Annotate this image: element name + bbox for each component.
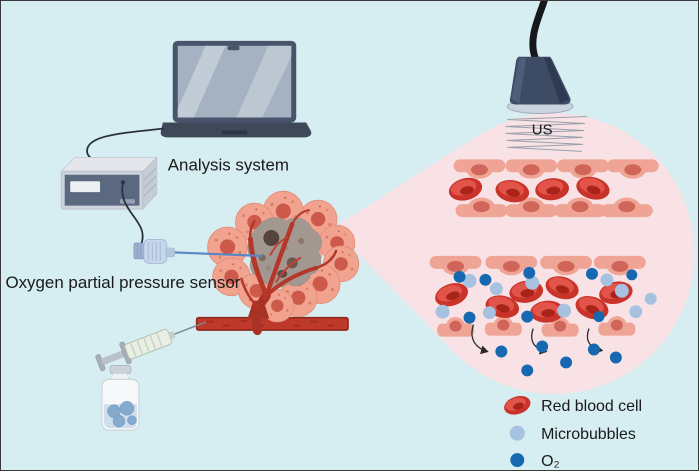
oxygen-dots — [453, 266, 638, 324]
oxygen-sensor-label: Oxygen partial pressure sensor — [5, 273, 240, 292]
microbubble-vial-icon — [101, 365, 140, 431]
sensor-fiber — [174, 251, 263, 258]
vessel-treated — [429, 255, 657, 377]
microbubbles — [435, 273, 657, 320]
sensor-cable — [121, 183, 144, 246]
legend-label: Microbubbles — [541, 426, 636, 443]
sensor-device-icon — [60, 156, 158, 210]
oxygen-icon — [510, 453, 525, 468]
legend-label: O₂ — [541, 453, 560, 470]
analysis-laptop-icon — [160, 40, 312, 138]
device-display — [70, 181, 101, 193]
vial-microbubbles — [107, 401, 137, 428]
legend-item-microbubbles: Microbubbles — [509, 425, 636, 443]
sensor-connector-icon — [133, 239, 175, 264]
tumor — [207, 190, 360, 336]
magnified-view — [429, 159, 659, 377]
us-waves-icon — [505, 116, 588, 152]
device-button — [119, 199, 135, 204]
analysis-system-label: Analysis system — [168, 155, 289, 174]
legend: Red blood cell Microbubbles O₂ — [501, 392, 642, 470]
legend-label: Red blood cell — [541, 398, 642, 415]
needle — [174, 321, 207, 335]
oxygen-dots-released — [495, 340, 622, 377]
us-transducer-icon — [506, 1, 574, 115]
legend-item-o2: O₂ — [510, 453, 560, 470]
us-label: US — [532, 121, 553, 138]
syringe-icon — [95, 321, 207, 372]
legend-item-red-blood-cell: Red blood cell — [501, 392, 642, 418]
microbubble-icon — [509, 425, 525, 441]
tumor-vasculature — [240, 209, 338, 336]
